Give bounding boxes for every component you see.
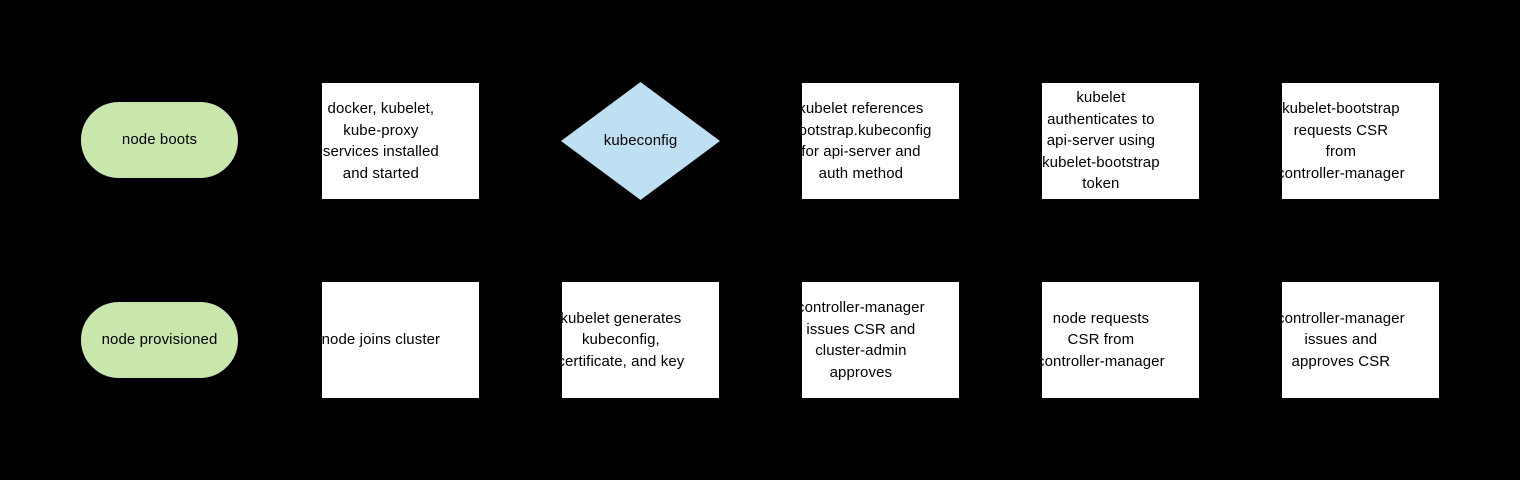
flow-node-node-joins-cluster[interactable]: node joins cluster — [321, 281, 480, 399]
flow-node-label: docker, kubelet, kube-proxy services ins… — [322, 100, 439, 182]
flow-node-controller-manager-issues-csr[interactable]: controller-manager issues CSR and cluste… — [797, 281, 960, 399]
flow-node-label: kubelet-bootstrap requests CSR from cont… — [1277, 100, 1405, 182]
flow-node-label: controller-manager issues CSR and cluste… — [797, 299, 925, 381]
flow-node-label: controller-manager issues and approves C… — [1277, 309, 1405, 370]
flow-node-node-boots[interactable]: node boots — [81, 102, 238, 178]
flow-node-label: kubelet generates kubeconfig, certificat… — [557, 309, 685, 370]
flow-node-services-installed[interactable]: docker, kubelet, kube-proxy services ins… — [321, 82, 480, 200]
flow-node-node-requests-csr[interactable]: node requests CSR from controller-manage… — [1037, 281, 1200, 399]
flow-node-label: kubelet references bootstrap.kubeconfig … — [790, 100, 932, 182]
flow-node-label: node provisioned — [101, 331, 218, 349]
flow-node-kubelet-authenticates[interactable]: kubelet authenticates to api-server usin… — [1041, 82, 1200, 200]
flow-node-kubelet-bootstrap-requests-csr[interactable]: kubelet-bootstrap requests CSR from cont… — [1277, 82, 1440, 200]
flow-node-label: node joins cluster — [321, 331, 441, 349]
flow-node-kubeconfig[interactable]: kubeconfig — [561, 82, 720, 200]
flow-node-label: node boots — [121, 131, 198, 149]
flow-node-label: node requests CSR from controller-manage… — [1037, 309, 1165, 370]
flow-node-label: kubelet authenticates to api-server usin… — [1042, 89, 1160, 193]
flow-node-node-provisioned[interactable]: node provisioned — [81, 302, 238, 378]
flow-node-kubelet-generates-kubeconfig[interactable]: kubelet generates kubeconfig, certificat… — [557, 281, 720, 399]
flow-node-controller-manager-issues-approves[interactable]: controller-manager issues and approves C… — [1277, 281, 1440, 399]
flow-node-label: kubeconfig — [603, 132, 678, 150]
flow-node-kubelet-references-bootstrap[interactable]: kubelet references bootstrap.kubeconfig … — [790, 82, 960, 200]
